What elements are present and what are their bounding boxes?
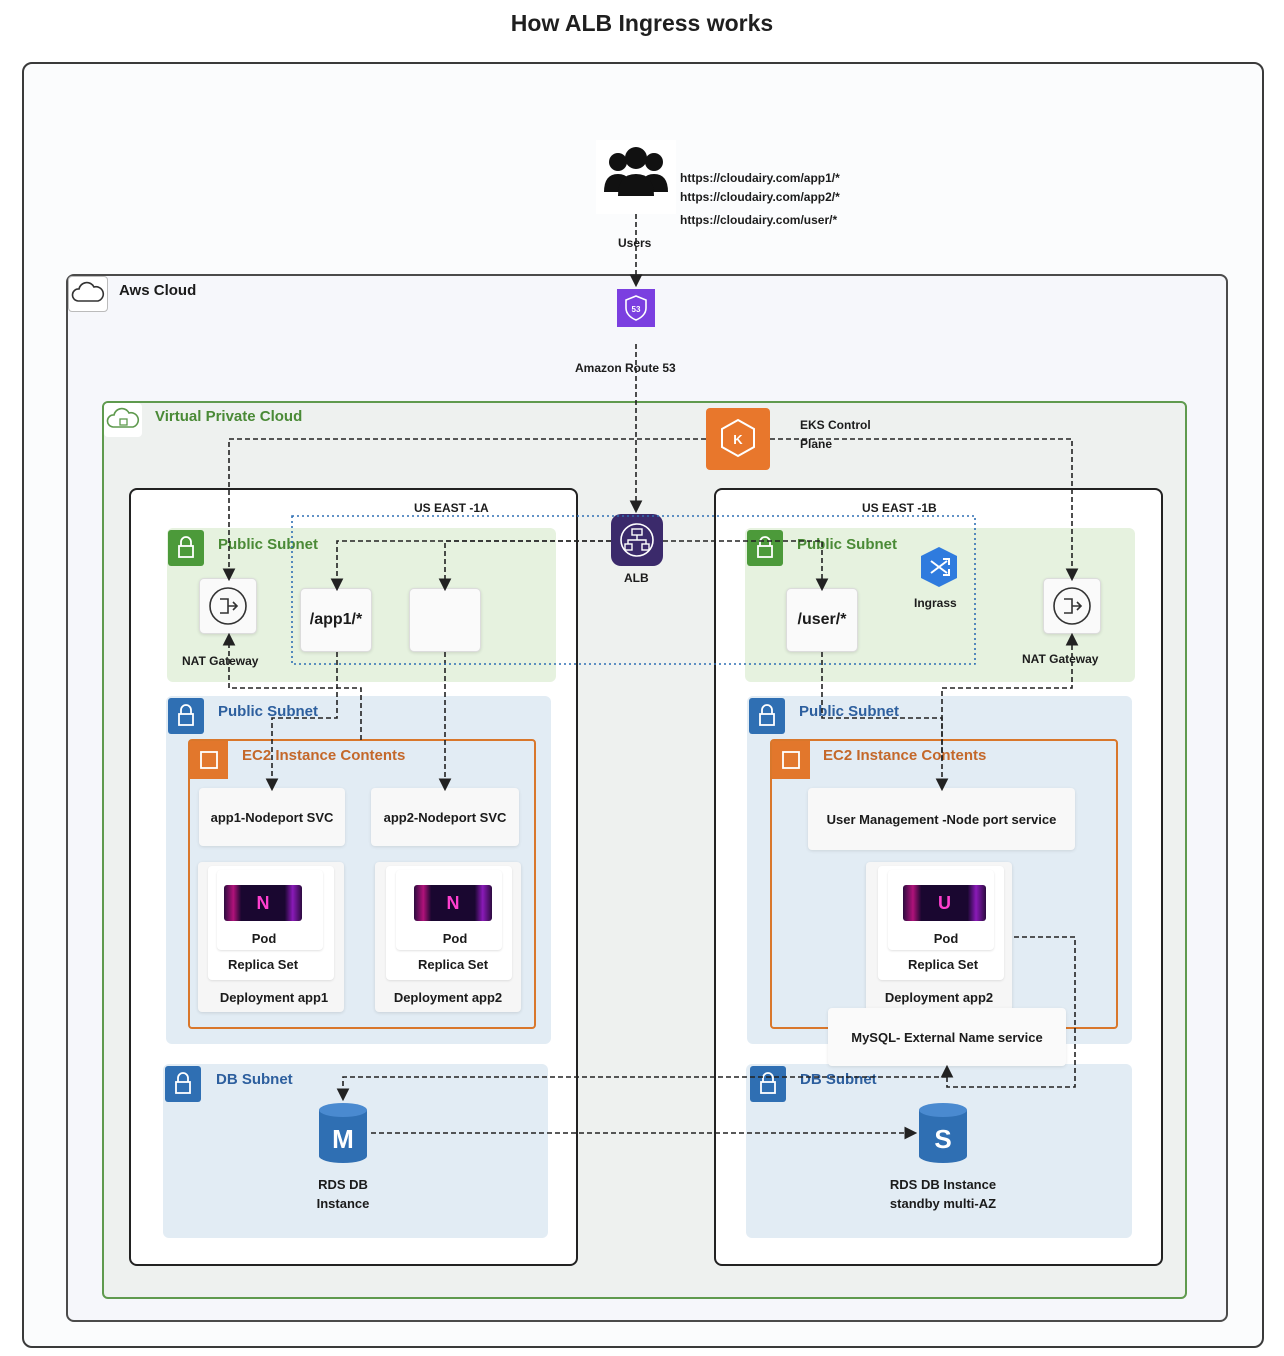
replica-set-app2-label: Replica Set (417, 957, 489, 972)
nat-gateway-a-label: NAT Gateway (182, 654, 259, 668)
page-title: How ALB Ingress works (510, 10, 774, 36)
route-app2-card (409, 588, 481, 652)
url-user: https://cloudairy.com/user/* (680, 213, 838, 227)
ingress-icon (917, 545, 961, 589)
replica-set-app1-label: Replica Set (227, 957, 299, 972)
url-app2: https://cloudairy.com/app2/* (680, 190, 840, 204)
mysql-external-name-service: MySQL- External Name service (828, 1008, 1066, 1066)
route53-icon: 53 (617, 289, 655, 327)
public-subnet-b-top-label: Public Subnet (797, 536, 898, 553)
az-b-label: US EAST -1B (862, 501, 937, 515)
eks-icon: K (706, 408, 770, 470)
url-app1: https://cloudairy.com/app1/* (680, 171, 840, 185)
deployment-app2-a-label: Deployment app2 (393, 990, 503, 1005)
users-label: Users (618, 236, 652, 250)
rds-db-icon (317, 1102, 369, 1164)
eks-label: EKS Control Plane (800, 418, 871, 451)
vpc-label: Virtual Private Cloud (155, 408, 303, 425)
public-subnet-a-top-label: Public Subnet (218, 536, 319, 553)
ec2-a-label: EC2 Instance Contents (242, 747, 406, 764)
svg-text:53: 53 (632, 305, 641, 314)
ec2-chip-icon (772, 741, 810, 779)
nat-gateway-b-label: NAT Gateway (1022, 652, 1099, 666)
alb-icon (611, 514, 663, 566)
rds-db-standby-icon (917, 1102, 969, 1164)
ingress-label: Ingrass (914, 596, 957, 610)
app2-nodeport-svc: app2-Nodeport SVC (371, 788, 519, 846)
lock-icon (749, 698, 785, 734)
route53-label: Amazon Route 53 (575, 361, 676, 375)
app1-nodeport-svc: app1-Nodeport SVC (199, 788, 345, 846)
deployment-app1-label: Deployment app1 (219, 990, 329, 1005)
public-subnet-a-mid-label: Public Subnet (218, 703, 319, 720)
db-subnet-b-label: DB Subnet (800, 1071, 877, 1088)
replica-set-b-label: Replica Set (907, 957, 979, 972)
rds-db-label: RDS DB Instance (316, 1177, 370, 1211)
vpc-icon (104, 403, 142, 437)
pod-app1-icon: N (224, 885, 302, 921)
pod-user-label: Pod (933, 931, 959, 946)
pod-app1-label: Pod (251, 931, 277, 946)
ec2-b-label: EC2 Instance Contents (823, 747, 987, 764)
ec2-chip-icon (190, 741, 228, 779)
users-icon (596, 140, 676, 214)
ec2-instance-a (188, 739, 536, 1029)
route-user-card: /user/* (786, 588, 858, 652)
deployment-app2-b-label: Deployment app2 (884, 990, 994, 1005)
rds-db-standby-label: RDS DB Instance standby multi-AZ (889, 1177, 997, 1211)
aws-cloud-label: Aws Cloud (119, 282, 197, 299)
db-subnet-a-label: DB Subnet (216, 1071, 293, 1088)
nat-gateway-b-icon (1043, 578, 1101, 634)
lock-icon (168, 698, 204, 734)
pod-user-icon: U (903, 885, 986, 921)
route-app1-card: /app1/* (300, 588, 372, 652)
svg-text:K: K (733, 432, 743, 447)
pod-app2-label: Pod (442, 931, 468, 946)
rds-db-standby-letter: S (934, 1124, 952, 1154)
az-a-label: US EAST -1A (414, 501, 489, 515)
lock-icon (168, 530, 204, 566)
alb-label: ALB (624, 571, 649, 585)
nat-gateway-a-icon (199, 578, 257, 634)
cloud-icon (68, 276, 108, 312)
lock-icon (165, 1066, 201, 1102)
pod-app2-icon: N (414, 885, 492, 921)
public-subnet-b-mid-label: Public Subnet (799, 703, 900, 720)
lock-icon (747, 530, 783, 566)
lock-icon (750, 1066, 786, 1102)
rds-db-letter: M (332, 1124, 354, 1154)
user-management-nodeport-svc: User Management -Node port service (808, 788, 1075, 850)
